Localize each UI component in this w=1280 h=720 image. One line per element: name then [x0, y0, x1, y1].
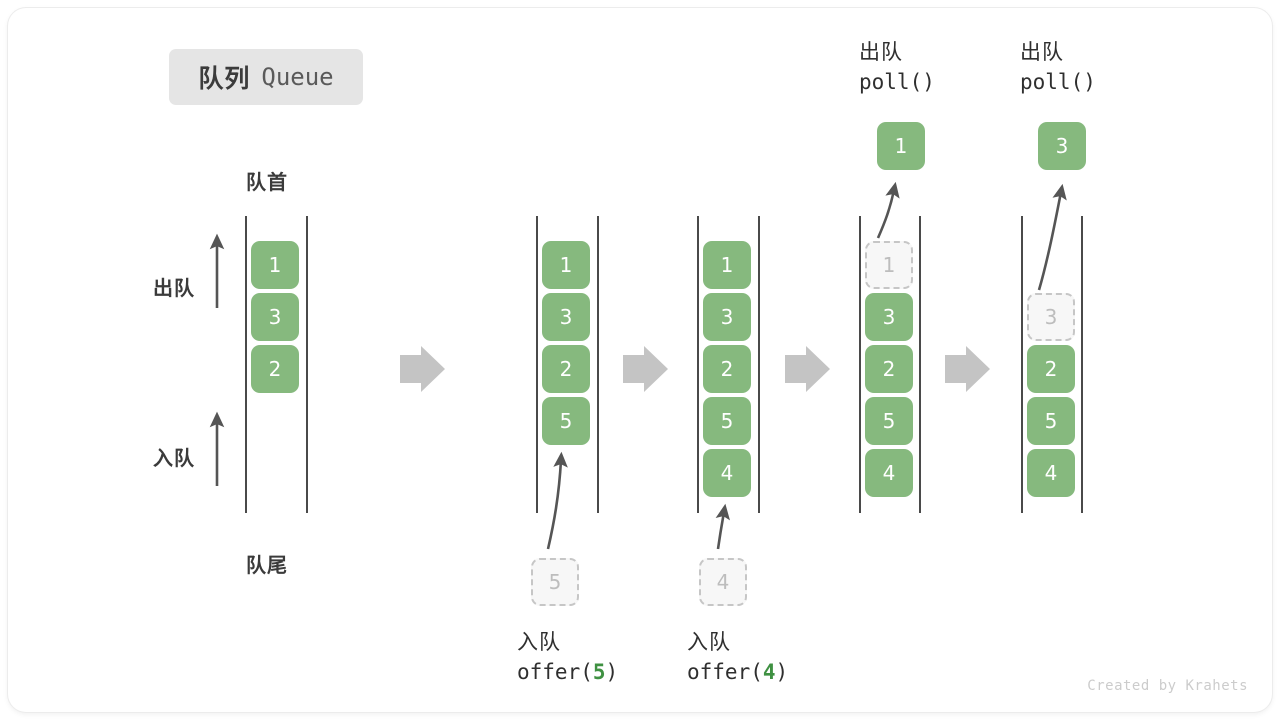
panel-poll-3-popped-cell: 3	[1038, 122, 1086, 170]
diagram-canvas: 队列 Queue 队首 队尾 出队 入队 1 3 2 1 3 2 5 5 入队 …	[8, 8, 1272, 712]
panel-offer-4-incoming-ghost: 4	[699, 558, 747, 606]
panel-poll-1-op-cn: 出队	[859, 41, 903, 64]
panel-poll-1-cell: 4	[865, 449, 913, 497]
panel-offer-4-cell: 5	[703, 397, 751, 445]
panel-poll-1-popped-arrow	[876, 181, 900, 239]
panel-initial-cell: 2	[251, 345, 299, 393]
code-post: )	[605, 659, 619, 684]
panel-poll-3-rail-left	[1021, 216, 1023, 513]
panel-offer-5-incoming-ghost: 5	[531, 558, 579, 606]
panel-poll-1-op-code: poll()	[859, 69, 935, 94]
separator-3	[785, 346, 830, 392]
panel-offer-4-cell: 2	[703, 345, 751, 393]
panel-offer-5-cell: 1	[542, 241, 590, 289]
panel-offer-4-caption-code: offer(4)	[687, 658, 788, 688]
panel-offer-5-rail-right	[597, 216, 599, 513]
title-en: Queue	[261, 63, 334, 91]
panel-poll-1-cell: 3	[865, 293, 913, 341]
panel-poll-3-rail-right	[1081, 216, 1083, 513]
panel-offer-4-cell: 1	[703, 241, 751, 289]
panel-initial-cell: 1	[251, 241, 299, 289]
panel-poll-1-ghost-cell: 1	[865, 241, 913, 289]
panel-offer-5-caption-cn: 入队	[517, 631, 561, 654]
panel-offer-5-caption: 入队 offer(5)	[517, 628, 618, 688]
panel-poll-1-cell: 2	[865, 345, 913, 393]
panel-offer-4-caption: 入队 offer(4)	[687, 628, 788, 688]
watermark: Created by Krahets	[1087, 678, 1248, 694]
panel-offer-5-cell: 3	[542, 293, 590, 341]
code-post: )	[775, 659, 789, 684]
panel-initial-rail-right	[306, 216, 308, 513]
panel-poll-1-rail-left	[859, 216, 861, 513]
code-num: 4	[762, 659, 776, 684]
panel-offer-4-rail-right	[758, 216, 760, 513]
panel-offer-4-cell: 4	[703, 449, 751, 497]
panel-poll-3-op-cn: 出队	[1020, 41, 1064, 64]
title-badge: 队列 Queue	[169, 49, 363, 105]
panel-offer-4-cell: 3	[703, 293, 751, 341]
code-num: 5	[592, 659, 606, 684]
separator-2	[623, 346, 668, 392]
panel-poll-3-cell: 5	[1027, 397, 1075, 445]
panel-poll-1-rail-right	[919, 216, 921, 513]
panel-poll-3-cell: 2	[1027, 345, 1075, 393]
label-rear: 队尾	[246, 555, 288, 577]
label-dequeue: 出队	[153, 278, 195, 300]
panel-poll-3-op-title: 出队 poll()	[1020, 38, 1096, 98]
panel-poll-3-cell: 4	[1027, 449, 1075, 497]
panel-offer-5-cell: 5	[542, 397, 590, 445]
title-cn: 队列	[198, 65, 251, 93]
panel-poll-3-ghost-cell: 3	[1027, 293, 1075, 341]
panel-initial-cell: 3	[251, 293, 299, 341]
panel-poll-1-popped-cell: 1	[877, 122, 925, 170]
panel-offer-4-incoming-arrow	[715, 503, 730, 550]
panel-poll-3-popped-arrow	[1037, 183, 1067, 291]
code-pre: offer(	[517, 659, 593, 684]
separator-4	[945, 346, 990, 392]
panel-offer-5-incoming-arrow	[546, 451, 568, 550]
panel-offer-4-caption-cn: 入队	[687, 631, 731, 654]
panel-initial-rail-left	[245, 216, 247, 513]
panel-poll-1-op-title: 出队 poll()	[859, 38, 935, 98]
label-enqueue: 入队	[153, 448, 195, 470]
panel-offer-4-rail-left	[697, 216, 699, 513]
panel-offer-5-caption-code: offer(5)	[517, 658, 618, 688]
panel-poll-1-cell: 5	[865, 397, 913, 445]
panel-offer-5-rail-left	[536, 216, 538, 513]
panel-offer-5-cell: 2	[542, 345, 590, 393]
panel-poll-3-op-code: poll()	[1020, 69, 1096, 94]
label-front: 队首	[246, 172, 288, 194]
code-pre: offer(	[687, 659, 763, 684]
separator-1	[400, 346, 445, 392]
